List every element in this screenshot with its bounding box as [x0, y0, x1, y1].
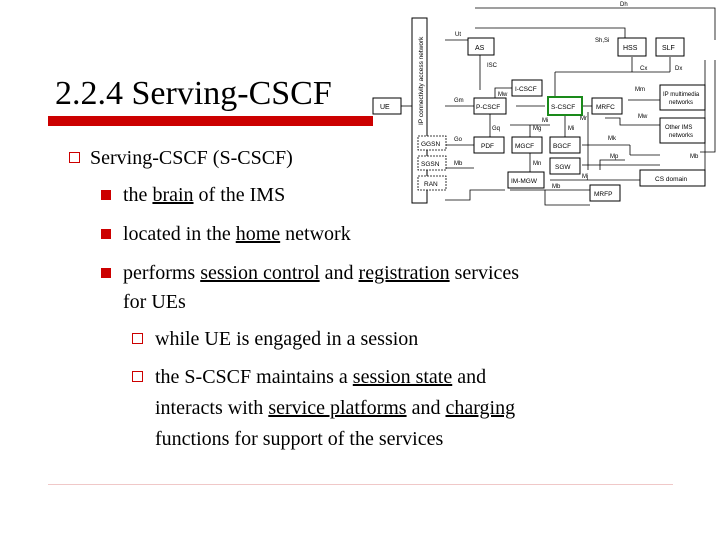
bgcf-label: BGCF — [553, 143, 571, 150]
link-session-control: session control — [200, 262, 320, 284]
sub-bullet-session-state: the S-CSCF maintains a session state and — [155, 366, 487, 388]
b2-red-square-icon — [101, 229, 111, 239]
slf-label: SLF — [662, 45, 675, 52]
other-ims-label-2: networks — [669, 133, 693, 139]
sgsn-label: SGSN — [421, 161, 440, 168]
ipmm-networks-box — [659, 84, 706, 111]
link-charging: charging — [445, 397, 516, 419]
other-ims-networks-box — [659, 117, 706, 144]
mrfc-label: MRFC — [596, 104, 615, 111]
ipmm-networks-label-2: networks — [669, 100, 693, 106]
bgcf-box — [549, 136, 581, 154]
ggsn-box — [417, 135, 447, 151]
slide-title: 2.2.4 Serving-CSCF — [55, 75, 332, 112]
icscf-box — [511, 79, 543, 97]
pcscf-box — [473, 97, 507, 115]
ref-mi1: Mi — [542, 118, 548, 124]
ref-mw1: Mw — [498, 92, 508, 98]
pdf-box — [473, 136, 505, 154]
as-box — [467, 37, 495, 56]
ref-mg: Mg — [533, 126, 541, 132]
ref-mb3: Mb — [690, 154, 699, 160]
bullet-services-line2: for UEs — [123, 291, 186, 313]
imgw-box — [507, 171, 545, 189]
ref-mk: Mk — [608, 136, 617, 142]
cs-domain-box — [639, 169, 706, 187]
imgw-label: IM-MGW — [511, 178, 538, 185]
link-brain: brain — [152, 184, 194, 206]
bullet-services: performs session control and registratio… — [123, 262, 520, 284]
sub-bullet-line2: interacts with service platforms and cha… — [155, 397, 516, 419]
ref-mm: Mm — [635, 87, 645, 93]
level1-hollow-square-icon — [69, 152, 80, 163]
ggsn-label: GGSN — [421, 141, 440, 148]
bullet-home-network: located in the home network — [123, 223, 351, 245]
ref-shsi: Sh,Si — [595, 38, 609, 44]
ran-box — [417, 175, 447, 191]
ref-mb2: Mb — [552, 184, 561, 190]
ran-label: RAN — [424, 181, 438, 188]
reference-point-labels: Dh Ut Sh,Si ISC Cx Dx Gm Mw Mm Mr Mw Go … — [454, 2, 699, 190]
scscf-label: S-CSCF — [551, 104, 575, 111]
ref-dh: Dh — [620, 2, 628, 8]
sub-bullet-line3: functions for support of the services — [155, 428, 444, 450]
scscf-box — [547, 96, 583, 116]
ref-mi2: Mi — [568, 126, 574, 132]
level1-bullet: Serving-CSCF (S-CSCF) — [90, 147, 293, 169]
mrfc-box — [591, 97, 623, 115]
ref-mw2: Mw — [638, 114, 648, 120]
ref-mp: Mp — [610, 154, 619, 160]
sgw-box — [549, 157, 581, 175]
mgcf-box — [511, 136, 543, 154]
s2-hollow-square-icon — [132, 371, 143, 382]
bullet-brain: the brain of the IMS — [123, 184, 286, 206]
footer-divider — [48, 484, 673, 485]
mrfp-label: MRFP — [594, 191, 612, 198]
link-service-platforms: service platforms — [268, 397, 407, 419]
sub-bullet-engaged: while UE is engaged in a session — [155, 328, 419, 350]
s1-hollow-square-icon — [132, 333, 143, 344]
mgcf-label: MGCF — [515, 143, 534, 150]
title-underline-bar — [48, 116, 373, 126]
ims-architecture-diagram: IP connectivity access network UE GGSN S… — [372, 2, 716, 206]
cs-domain-label: CS domain — [655, 176, 688, 183]
sgw-label: SGW — [555, 164, 571, 171]
ref-gq: Gq — [492, 126, 500, 132]
ipmm-networks-label-1: IP multimedia — [663, 92, 700, 98]
mrfp-box — [589, 184, 621, 202]
ref-dx: Dx — [675, 66, 682, 72]
sgsn-box — [417, 155, 447, 171]
ref-cx: Cx — [640, 66, 647, 72]
link-home: home — [235, 223, 281, 245]
ref-mb1: Mb — [454, 161, 463, 167]
hss-box — [617, 37, 647, 57]
ref-mr: Mr — [580, 116, 587, 122]
pdf-label: PDF — [481, 143, 494, 150]
ref-mj: Mj — [582, 174, 588, 180]
b3-red-square-icon — [101, 268, 111, 278]
ref-ut: Ut — [455, 32, 461, 38]
slf-box — [655, 37, 685, 57]
link-session-state: session state — [352, 366, 453, 388]
access-network-label: IP connectivity access network — [418, 36, 425, 125]
ref-isc: ISC — [487, 63, 498, 69]
b1-red-square-icon — [101, 190, 111, 200]
ue-label: UE — [380, 104, 390, 111]
ref-mn: Mn — [533, 161, 541, 167]
other-ims-label-1: Other IMS — [665, 125, 692, 131]
as-label: AS — [475, 45, 485, 52]
icscf-label: I-CSCF — [515, 86, 537, 93]
pcscf-label: P-CSCF — [476, 104, 500, 111]
hss-label: HSS — [623, 45, 638, 52]
ref-go: Go — [454, 137, 463, 143]
link-registration: registration — [358, 262, 450, 284]
ref-gm: Gm — [454, 98, 464, 104]
